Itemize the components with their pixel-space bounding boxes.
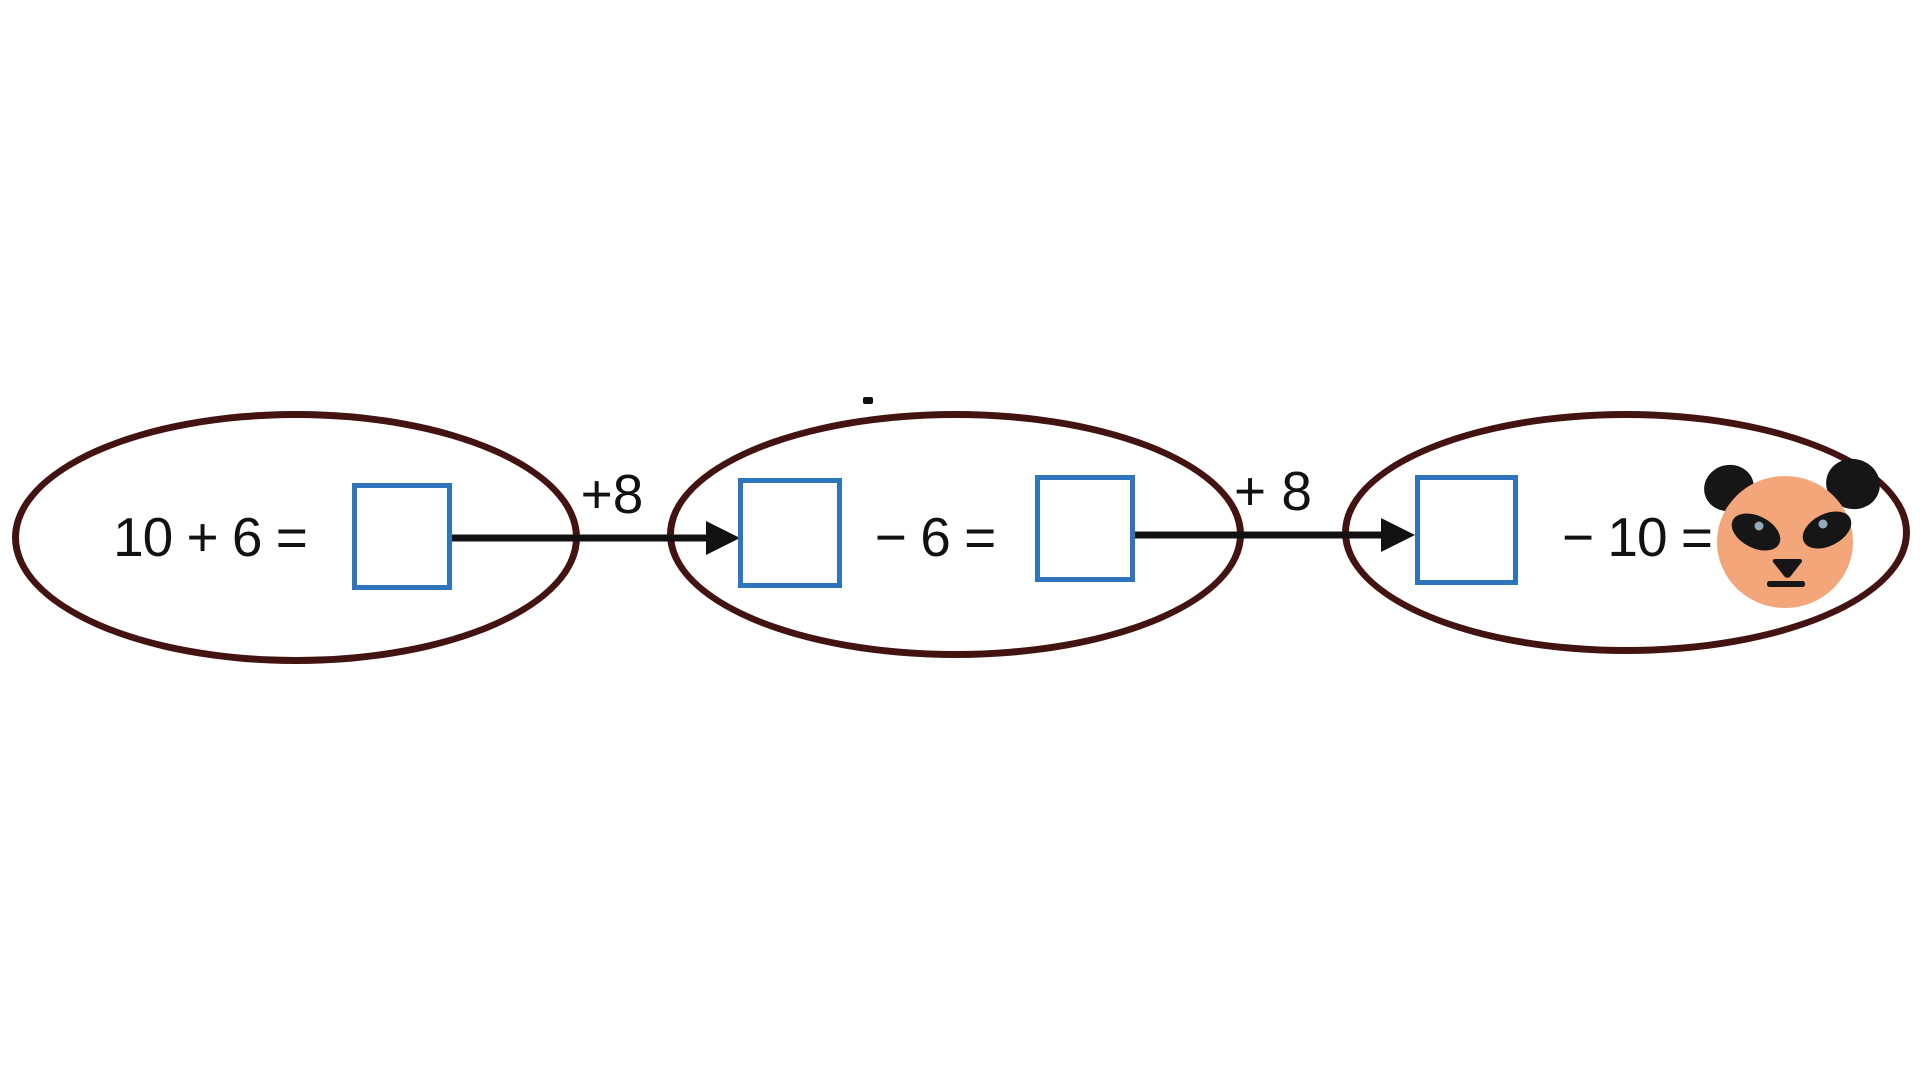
answer-box-step2-left[interactable] [738, 478, 842, 588]
arrow-label-2: + 8 [1234, 460, 1312, 522]
equation-text-1: 10 + 6 = [113, 506, 308, 568]
answer-box-step1[interactable] [352, 483, 452, 590]
equation-text-3: − 10 = [1562, 506, 1713, 568]
transition-arrow-2 [1135, 518, 1415, 552]
equation-text-2: − 6 = [874, 506, 996, 568]
arrow-label-1: +8 [580, 463, 644, 525]
stray-dot [863, 397, 873, 404]
panda-face-icon [1704, 458, 1880, 608]
answer-box-step3-left[interactable] [1415, 475, 1518, 585]
transition-arrow-1 [452, 521, 740, 555]
answer-box-step2-right[interactable] [1035, 475, 1135, 582]
